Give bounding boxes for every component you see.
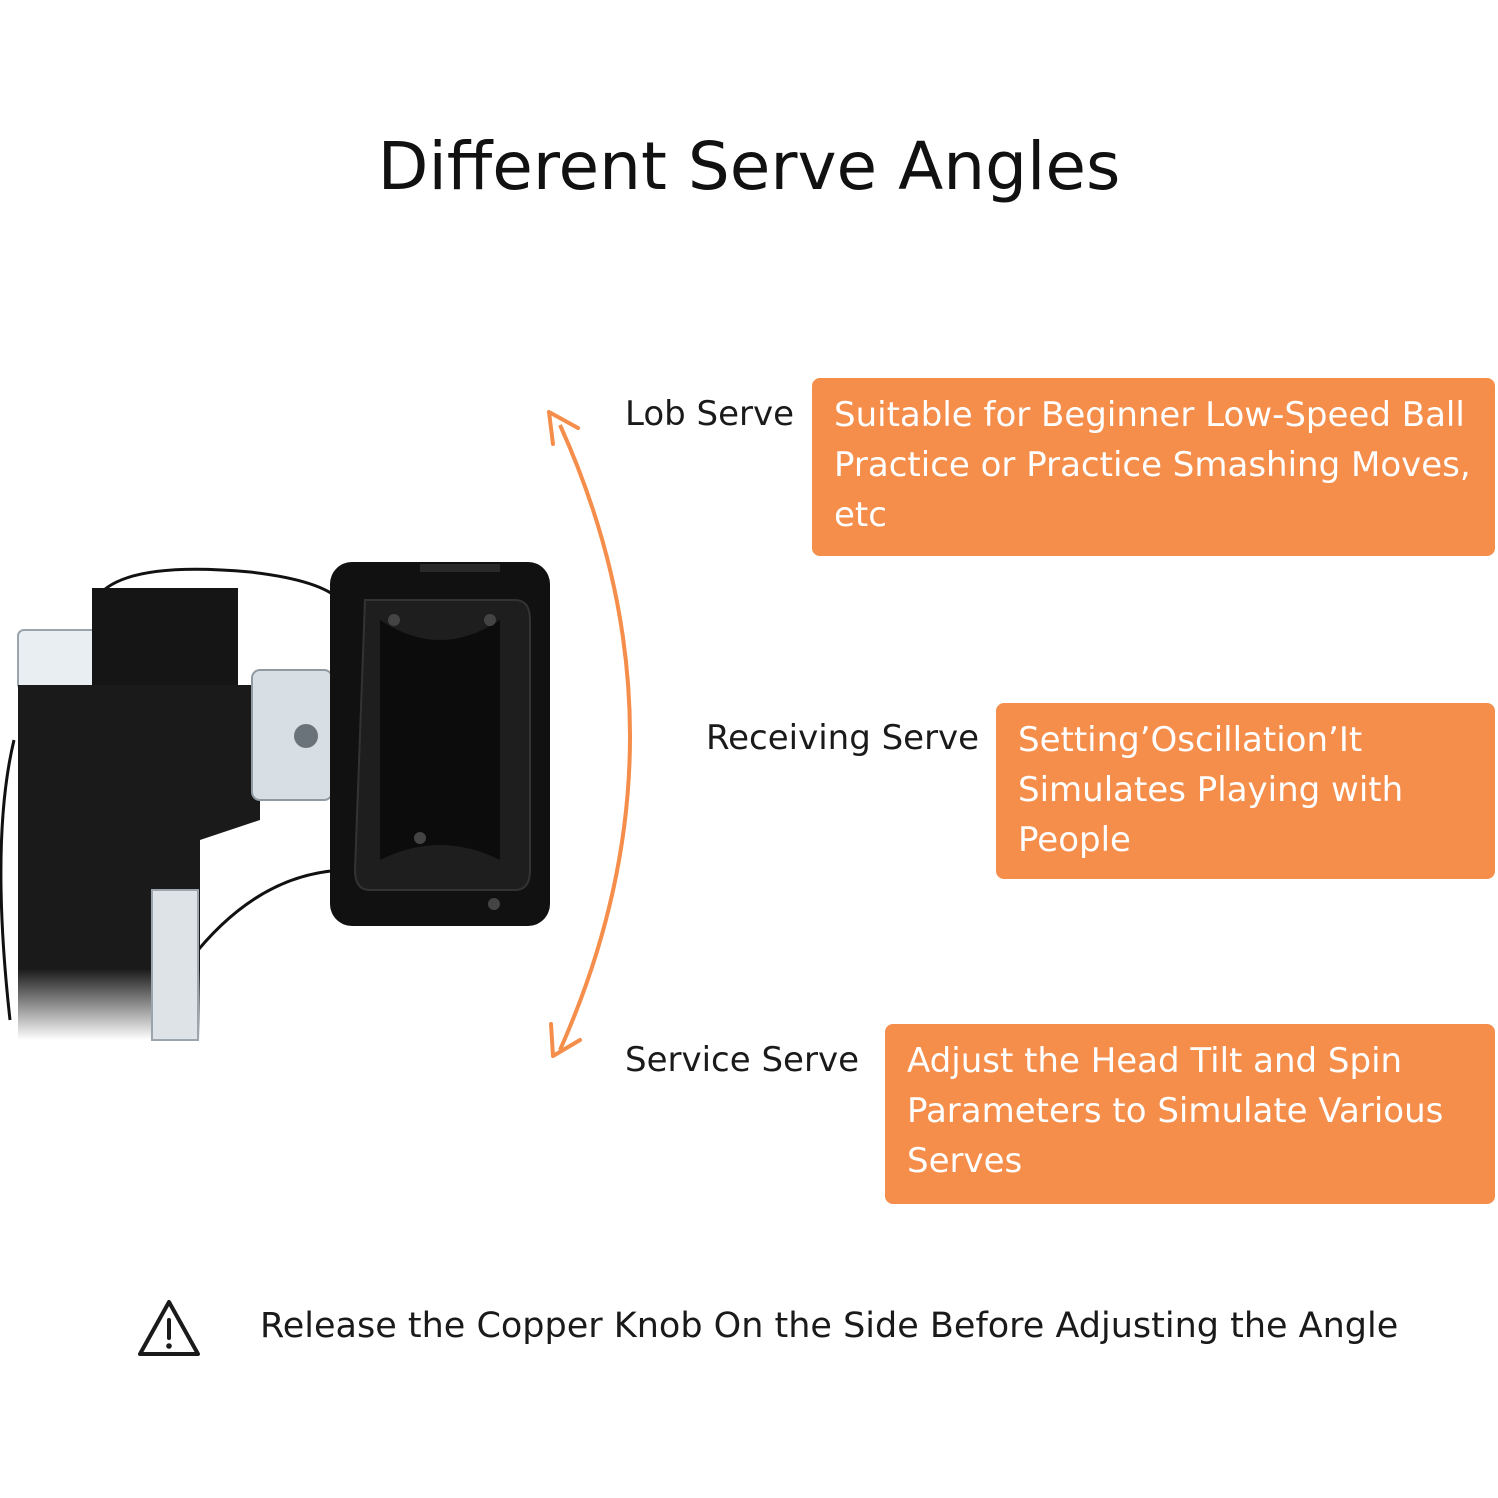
service-serve-label: Service Serve (625, 1040, 859, 1080)
warning-note-text: Release the Copper Knob On the Side Befo… (260, 1306, 1399, 1346)
service-serve-description: Adjust the Head Tilt and Spin Parameters… (885, 1024, 1495, 1204)
serve-machine-image (0, 562, 550, 1041)
page-title: Different Serve Angles (377, 128, 1121, 205)
receiving-serve-description-text: Setting’Oscillation’It Simulates Playing… (1018, 720, 1414, 860)
lob-serve-description: Suitable for Beginner Low-Speed Ball Pra… (812, 378, 1495, 556)
service-serve-description-text: Adjust the Head Tilt and Spin Parameters… (907, 1041, 1455, 1181)
lob-serve-description-text: Suitable for Beginner Low-Speed Ball Pra… (834, 395, 1482, 535)
warning-icon (138, 1300, 200, 1356)
receiving-serve-description: Setting’Oscillation’It Simulates Playing… (996, 703, 1495, 879)
receiving-serve-label: Receiving Serve (706, 718, 980, 758)
lob-serve-label: Lob Serve (625, 394, 795, 434)
